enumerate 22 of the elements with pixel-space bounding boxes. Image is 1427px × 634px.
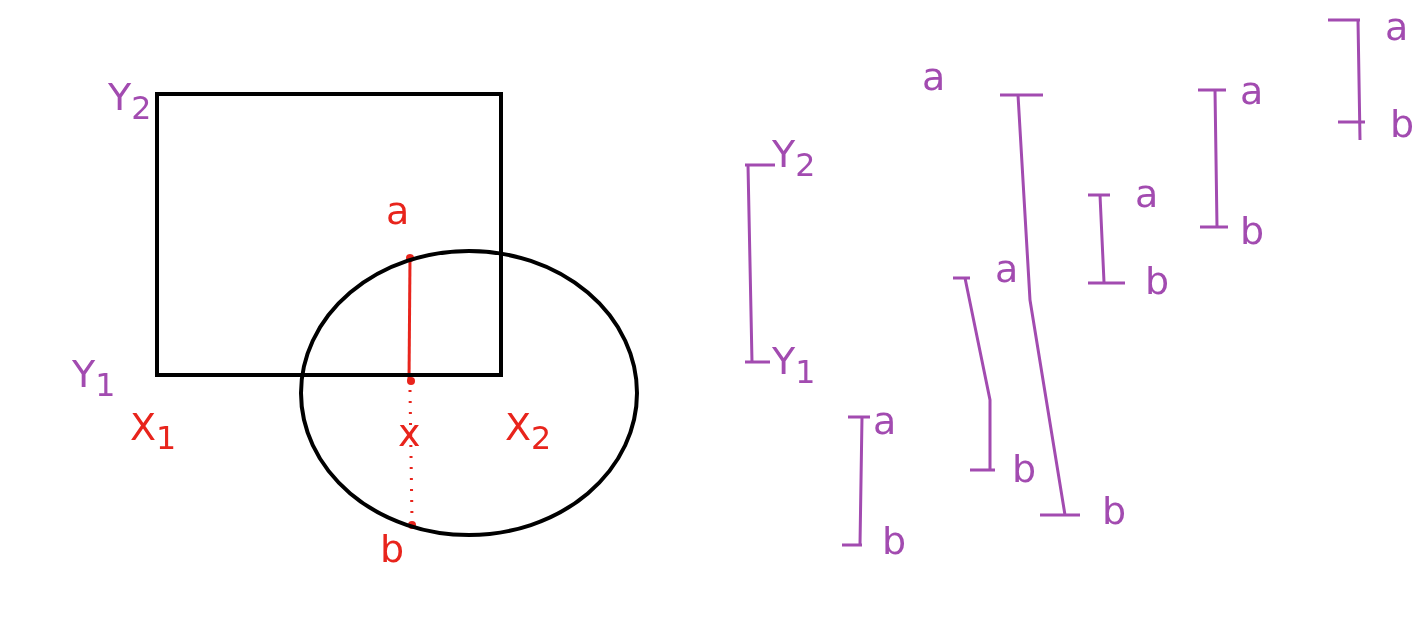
variable-label: Y$_{2}$ xyxy=(108,78,152,125)
variable-label: b xyxy=(380,530,405,568)
variable-label: b xyxy=(882,522,907,560)
variable-label: X$_{1}$ xyxy=(130,408,177,455)
variable-label: a xyxy=(995,250,1019,288)
variable-label: b xyxy=(1240,212,1265,250)
variable-label: b xyxy=(1390,105,1415,143)
variable-label: b xyxy=(1012,450,1037,488)
variable-label: a xyxy=(922,58,946,96)
variable-label: X$_{2}$ xyxy=(505,408,552,455)
variable-label: b xyxy=(1102,492,1127,530)
variable-label: a xyxy=(873,402,897,440)
variable-label: Y$_{1}$ xyxy=(72,355,116,402)
variable-label: a xyxy=(1135,175,1159,213)
rectangle xyxy=(155,92,503,377)
variable-label: x xyxy=(398,414,421,452)
variable-label: b xyxy=(1145,262,1170,300)
variable-label: Y$_{1}$ xyxy=(772,342,816,389)
variable-label: a xyxy=(1240,72,1264,110)
variable-label: a xyxy=(386,192,410,230)
variable-label: Y$_{2}$ xyxy=(772,135,816,182)
variable-label: a xyxy=(1385,8,1409,46)
